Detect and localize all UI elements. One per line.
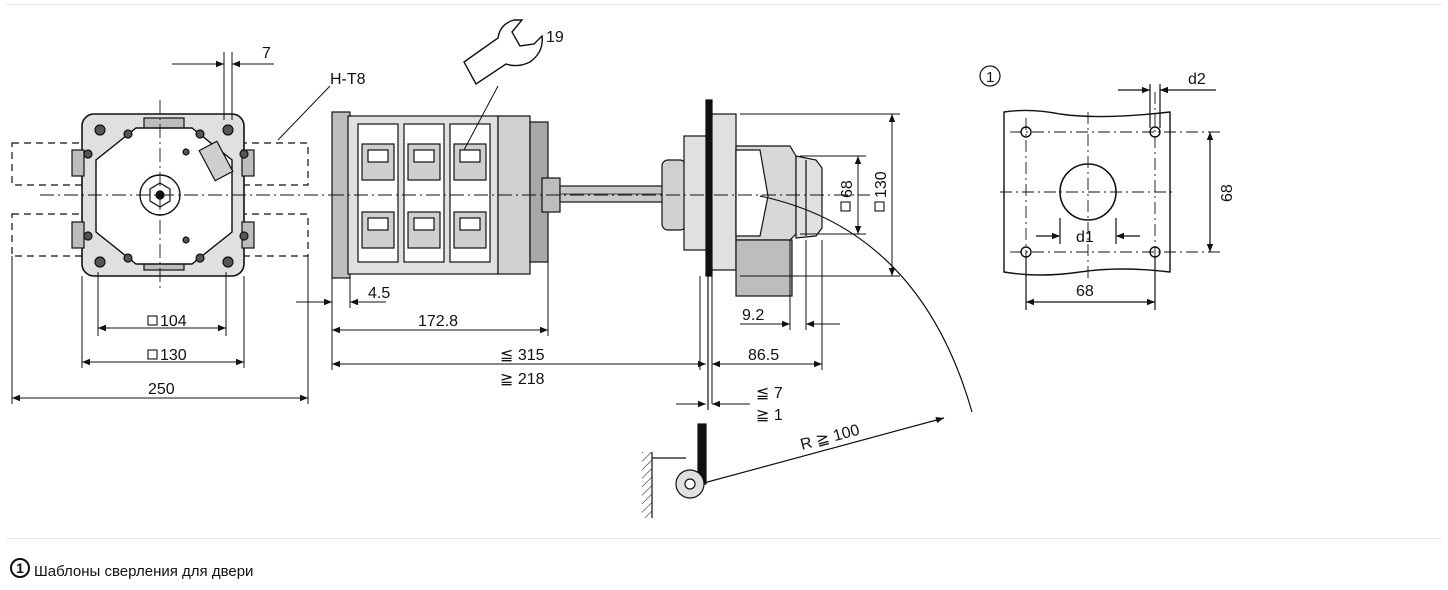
technical-drawing: 7 H-T8 19 104 130 250 4.5 172.8 ≦ 315 ≧ …	[11, 19, 1236, 518]
dim-104: 104	[160, 313, 187, 330]
handle	[711, 113, 737, 271]
frame-top	[6, 4, 1442, 5]
dim-le-315: ≦ 315	[500, 347, 545, 364]
dim-ge-1: ≧ 1	[756, 407, 783, 424]
dim-9-2: 9.2	[742, 307, 764, 324]
label-ht8: H-T8	[330, 71, 366, 88]
caption: 1 Шаблоны сверления для двери	[10, 548, 253, 582]
template-marker-circle	[979, 65, 1001, 87]
side-view	[330, 99, 870, 410]
wrench-icon	[463, 19, 543, 86]
dim-4-5: 4.5	[368, 285, 390, 302]
dim-68-horizontal: 68	[1076, 283, 1094, 300]
dim-130-side: 130	[873, 171, 890, 198]
dim-68-side: 68	[839, 180, 856, 198]
door-panel	[705, 99, 713, 277]
dim-le-7: ≦ 7	[756, 385, 783, 402]
drilling-template	[979, 65, 1222, 310]
template-outline	[1003, 109, 1171, 276]
hinge-detail	[642, 423, 707, 518]
dim-wrench-19: 19	[546, 29, 564, 46]
dim-d2: d2	[1188, 71, 1206, 88]
dim-68-vertical: 68	[1219, 184, 1236, 202]
dim-7: 7	[262, 45, 271, 62]
front-view	[11, 100, 720, 290]
dim-250: 250	[148, 381, 175, 398]
frame-divider	[6, 538, 1442, 539]
dim-86-5: 86.5	[748, 347, 779, 364]
caption-text: Шаблоны сверления для двери	[34, 563, 254, 580]
dimension-lines	[11, 52, 900, 408]
square-symbols	[147, 201, 885, 360]
front-screws	[83, 124, 249, 268]
dim-172-8: 172.8	[418, 313, 458, 330]
caption-marker: 1	[10, 558, 30, 578]
template-marker: 1	[986, 69, 994, 86]
dim-130-front: 130	[160, 347, 187, 364]
dim-d1: d1	[1076, 229, 1094, 246]
dim-ge-218: ≧ 218	[500, 371, 545, 388]
